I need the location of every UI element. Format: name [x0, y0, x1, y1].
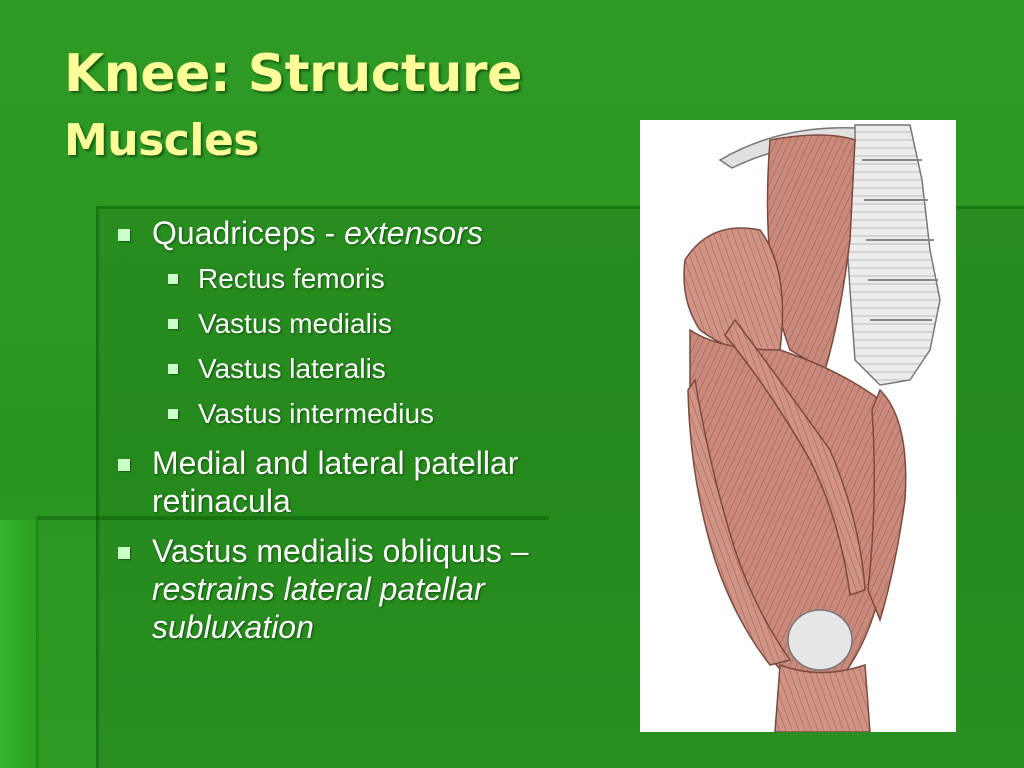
vastus-lateralis-muscle — [687, 378, 792, 666]
bullet-vmo: Vastus medialis obliquus – restrains lat… — [112, 532, 552, 646]
bullet-text: Vastus intermedius — [198, 398, 435, 429]
bullet-retinacula: Medial and lateral patellar retinacula — [112, 444, 632, 520]
bullet-quadriceps: Quadriceps - extensors — [112, 214, 632, 252]
bullet-text: Vastus medialis obliquus – — [152, 533, 529, 569]
bullet-text-italic: restrains lateral patellar subluxation — [152, 571, 485, 645]
square-bullet-icon — [168, 364, 178, 374]
bullet-text: Rectus femoris — [198, 263, 385, 294]
bullet-text: Quadriceps - — [152, 215, 345, 251]
bullet-vastus-lateralis: Vastus lateralis — [112, 351, 632, 387]
thigh-muscle-anatomy-illustration — [640, 120, 956, 732]
bullet-vastus-medialis: Vastus medialis — [112, 306, 632, 342]
square-bullet-icon — [168, 409, 178, 419]
left-accent-band — [0, 520, 40, 768]
adductor-muscle — [867, 388, 907, 623]
slide-title: Knee: Structure — [64, 44, 522, 104]
bullet-text-italic: extensors — [344, 215, 483, 251]
square-bullet-icon — [118, 229, 130, 241]
bullet-text: Vastus medialis — [198, 308, 393, 339]
sartorius-muscle — [724, 318, 866, 596]
content-panel-lower — [36, 516, 549, 768]
slide-subtitle: Muscles — [64, 115, 260, 166]
anatomy-drawing — [683, 124, 941, 732]
bullet-text: Vastus lateralis — [198, 353, 386, 384]
bullet-rectus-femoris: Rectus femoris — [112, 261, 632, 297]
square-bullet-icon — [118, 547, 130, 559]
bullet-list: Quadriceps - extensors Rectus femoris Va… — [112, 208, 632, 646]
square-bullet-icon — [118, 459, 130, 471]
gluteal-muscle — [683, 227, 784, 354]
lower-leg-muscle — [774, 663, 871, 732]
bullet-vastus-intermedius: Vastus intermedius — [112, 396, 632, 432]
patella — [787, 609, 853, 671]
square-bullet-icon — [168, 319, 178, 329]
square-bullet-icon — [168, 274, 178, 284]
lumbar-spine — [844, 124, 941, 386]
bullet-text: Medial and lateral patellar retinacula — [152, 445, 519, 519]
